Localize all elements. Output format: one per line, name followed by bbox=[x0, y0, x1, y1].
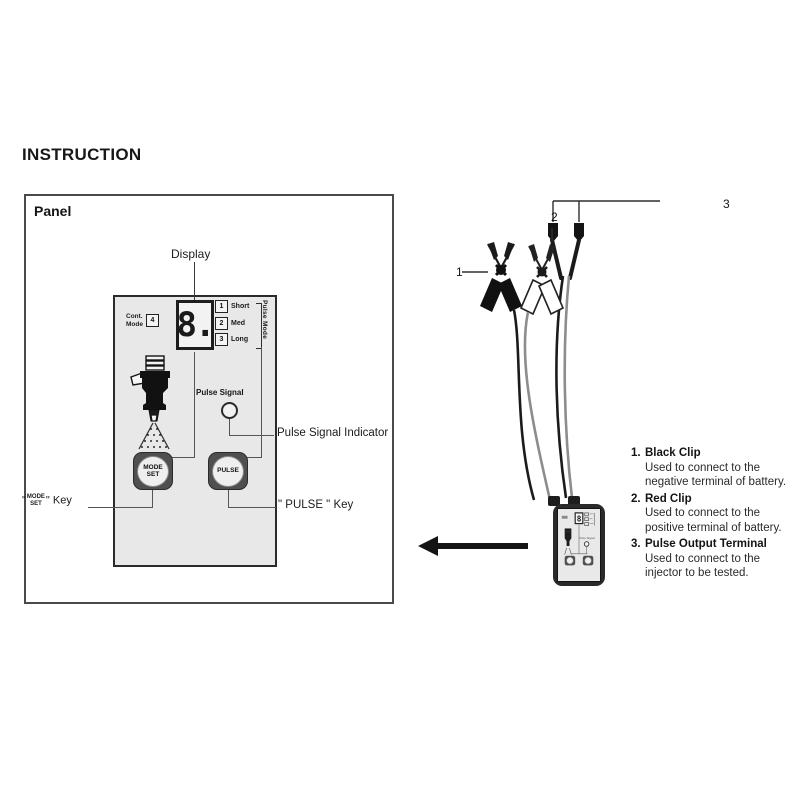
display-value: 8. bbox=[176, 305, 216, 345]
tester-device-mini-face: 8 Pulse Signal bbox=[557, 508, 601, 582]
pulse-signal-indicator-callout: Pulse Signal Indicator bbox=[277, 427, 389, 439]
pulse-mode-text: Short bbox=[231, 303, 250, 310]
cont-mode-value-box: 4 bbox=[145, 314, 159, 328]
legend-description-line: injector to be tested. bbox=[645, 567, 749, 579]
pulse-mode-bracket bbox=[256, 303, 262, 349]
pulse-button[interactable]: PULSE bbox=[208, 452, 248, 490]
mode-set-label-line1: MODE bbox=[143, 463, 163, 471]
pulse-signal-led bbox=[221, 402, 238, 419]
legend-heading: 3. Pulse Output Terminal bbox=[631, 537, 799, 552]
legend-list: 1. Black Clip Used to connect to the neg… bbox=[631, 446, 799, 583]
black-clip-shape bbox=[480, 242, 536, 501]
svg-text:8: 8 bbox=[577, 515, 582, 524]
seven-segment-display: 8. bbox=[176, 300, 216, 350]
legend-title: Red Clip bbox=[645, 492, 692, 505]
display-callout-label: Display bbox=[171, 247, 211, 261]
pulse-key-callout: " PULSE " Key bbox=[278, 499, 354, 511]
legend-item: 1. Black Clip Used to connect to the neg… bbox=[631, 446, 799, 490]
pulse-signal-panel-label: Pulse Signal bbox=[196, 388, 244, 397]
pulse-button-cap: PULSE bbox=[212, 455, 244, 487]
legend-index: 3. bbox=[631, 538, 641, 550]
pulse-mode-num: 2 bbox=[215, 316, 228, 330]
tester-assembly-illustration bbox=[430, 180, 715, 600]
legend-index: 1. bbox=[631, 447, 641, 459]
legend-title: Black Clip bbox=[645, 447, 701, 459]
legend-description-line: Used to connect to the bbox=[645, 507, 761, 519]
page-title: INSTRUCTION bbox=[22, 145, 142, 164]
pulse-mode-row: 2 Med bbox=[215, 316, 257, 330]
legend-description-line: Used to connect to the bbox=[645, 552, 761, 565]
legend-description-line: negative terminal of battery. bbox=[645, 476, 787, 488]
pulse-mode-text: Med bbox=[231, 319, 245, 327]
mode-set-label-line2: SET bbox=[146, 471, 160, 478]
pulse-mode-num: 3 bbox=[215, 333, 228, 346]
quote-open: " bbox=[22, 494, 26, 507]
callout-number-3: 3 bbox=[723, 197, 730, 211]
svg-text:Pulse Signal: Pulse Signal bbox=[579, 536, 595, 540]
callout-number-1: 1 bbox=[456, 265, 463, 279]
pulse-mode-group: 1 Short 2 Med 3 Long bbox=[215, 300, 257, 350]
pulse-mode-num: 1 bbox=[215, 300, 228, 313]
pulse-key-leader-horizontal bbox=[228, 507, 276, 508]
pulse-mode-wire-vertical bbox=[261, 347, 262, 457]
legend-heading: 1. Black Clip bbox=[631, 446, 799, 461]
legend-item: 2. Red Clip Used to connect to the posit… bbox=[631, 492, 799, 536]
fuel-injector-icon bbox=[127, 355, 181, 450]
pulse-key-leader-vertical bbox=[228, 490, 229, 508]
red-clip-shape bbox=[519, 228, 565, 501]
tester-device-mini: 8 Pulse Signal bbox=[553, 504, 605, 586]
pulse-signal-leader-vertical bbox=[229, 419, 230, 436]
display-wire-vertical bbox=[194, 352, 195, 457]
panel-section-title: Panel bbox=[34, 203, 72, 219]
pulse-mode-row: 1 Short bbox=[215, 300, 257, 313]
legend-description-line: positive terminal of battery. bbox=[645, 521, 782, 534]
cont-mode-label: Cont.Mode bbox=[126, 313, 143, 328]
mode-set-button-cap: MODE SET bbox=[137, 455, 169, 487]
pulse-mode-text: Long bbox=[231, 336, 249, 343]
callout-number-2: 2 bbox=[551, 210, 558, 224]
mode-set-leader-horizontal bbox=[88, 507, 153, 508]
flow-arrow-left-icon bbox=[418, 536, 528, 556]
pulse-signal-leader-horizontal bbox=[229, 435, 274, 436]
display-leader-line bbox=[194, 262, 195, 302]
legend-heading: 2. Red Clip bbox=[631, 492, 799, 507]
pulse-mode-row: 3 Long bbox=[215, 333, 257, 346]
mode-set-button[interactable]: MODE SET bbox=[133, 452, 173, 490]
quote-close-key: " Key bbox=[45, 494, 72, 507]
legend-description-line: Used to connect to the bbox=[645, 461, 761, 474]
legend-title: Pulse Output Terminal bbox=[645, 538, 767, 550]
pulse-mode-vertical-label: Pulse Mode bbox=[261, 300, 268, 340]
legend-index: 2. bbox=[631, 492, 641, 505]
pulse-button-label: PULSE bbox=[217, 467, 239, 475]
legend-item: 3. Pulse Output Terminal Used to connect… bbox=[631, 537, 799, 581]
mode-set-leader-vertical bbox=[152, 490, 153, 508]
